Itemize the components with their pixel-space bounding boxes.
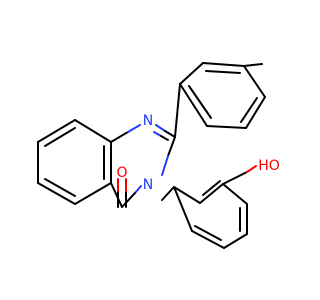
bond: [173, 186, 201, 204]
bond: [161, 155, 169, 176]
bond: [74, 182, 112, 205]
bond: [153, 131, 162, 137]
bond: [110, 131, 129, 143]
bond: [243, 63, 263, 67]
bond: [134, 185, 142, 194]
bond: [222, 183, 248, 205]
bond: [44, 178, 76, 197]
bond: [155, 124, 166, 132]
atom-labels: N N HO O: [116, 113, 279, 193]
bond: [246, 165, 257, 173]
chemical-structure: N N HO O: [37, 62, 280, 249]
bond: [222, 171, 248, 185]
bond: [188, 85, 212, 119]
bond: [199, 183, 224, 204]
bond: [191, 230, 225, 249]
bond: [245, 96, 266, 129]
bond: [110, 182, 123, 208]
bond: [173, 186, 193, 232]
bond: [121, 192, 136, 208]
bonds: [37, 62, 266, 249]
bond: [194, 225, 222, 241]
bond: [160, 135, 169, 141]
bond: [44, 127, 76, 147]
bond: [37, 182, 76, 205]
bond: [74, 119, 112, 143]
bond: [37, 119, 76, 143]
bond: [223, 233, 248, 249]
bond: [164, 130, 176, 138]
bond: [161, 186, 175, 201]
bond: [202, 62, 245, 67]
bond: [206, 125, 247, 129]
bond: [240, 97, 258, 123]
atom-label-hydroxyl: HO: [258, 158, 280, 174]
atom-label-carbonyl-oxygen: O: [116, 165, 127, 181]
atom-label-n1: N: [143, 113, 153, 129]
bond: [174, 83, 181, 138]
atom-label-n3: N: [143, 177, 153, 193]
bond: [243, 65, 266, 98]
bond: [205, 70, 241, 74]
bond: [202, 180, 221, 196]
bond: [167, 136, 176, 157]
bond: [127, 124, 141, 133]
bond: [179, 83, 208, 127]
bond: [179, 62, 204, 85]
